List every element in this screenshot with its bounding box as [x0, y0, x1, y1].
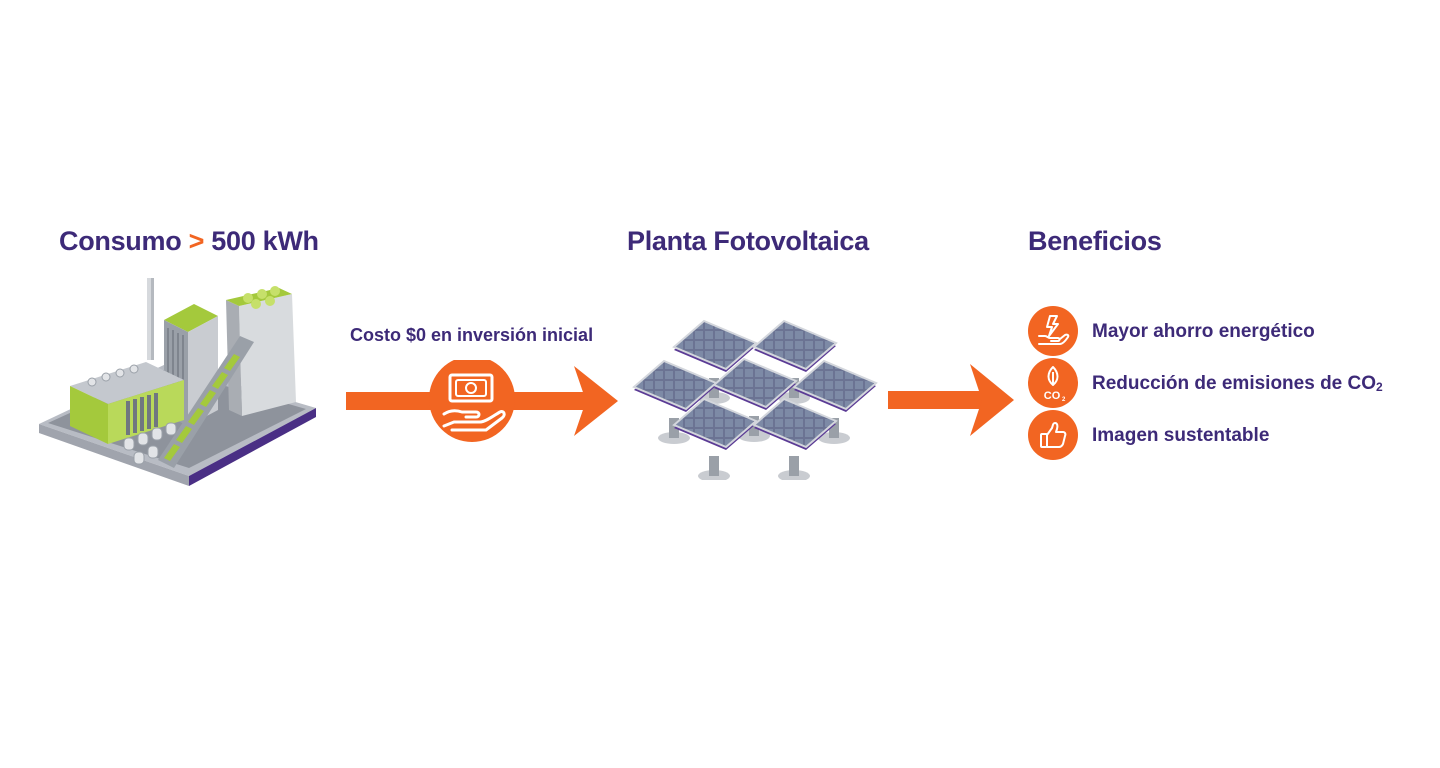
benefit-label: Reducción de emisiones de CO2 [1092, 373, 1383, 395]
planta-title: Planta Fotovoltaica [627, 226, 869, 256]
benefit-item: Mayor ahorro energético [1028, 306, 1428, 356]
consumo-title: Consumo > 500 kWh [59, 226, 319, 257]
consumo-title-value: 500 kWh [211, 226, 319, 256]
benefit-label-subscript: 2 [1376, 380, 1383, 394]
factory-illustration [39, 278, 316, 486]
cost-label: Costo $0 en inversión inicial [350, 325, 594, 345]
money-hand-icon [429, 360, 515, 442]
benefit-item: Imagen sustentable [1028, 410, 1428, 460]
benefit-item: CO 2 Reducción de emisiones de CO2 [1028, 358, 1428, 408]
beneficios-title: Beneficios [1028, 226, 1162, 256]
benefit-label-main: Reducción de emisiones de CO [1092, 373, 1377, 394]
energy-hand-icon [1028, 306, 1078, 356]
thumbs-up-icon [1028, 410, 1078, 460]
benefit-label: Imagen sustentable [1092, 425, 1270, 446]
arrow-right-icon [346, 360, 618, 442]
svg-text:2: 2 [1062, 397, 1066, 403]
arrow-right-icon [888, 364, 1014, 436]
benefit-label: Mayor ahorro energético [1092, 321, 1315, 342]
solar-panels-illustration [633, 320, 877, 480]
leaf-co2-icon: CO 2 [1028, 358, 1078, 408]
consumo-title-operator: > [188, 226, 205, 256]
svg-text:CO: CO [1044, 390, 1061, 402]
consumo-title-prefix: Consumo [59, 226, 182, 256]
